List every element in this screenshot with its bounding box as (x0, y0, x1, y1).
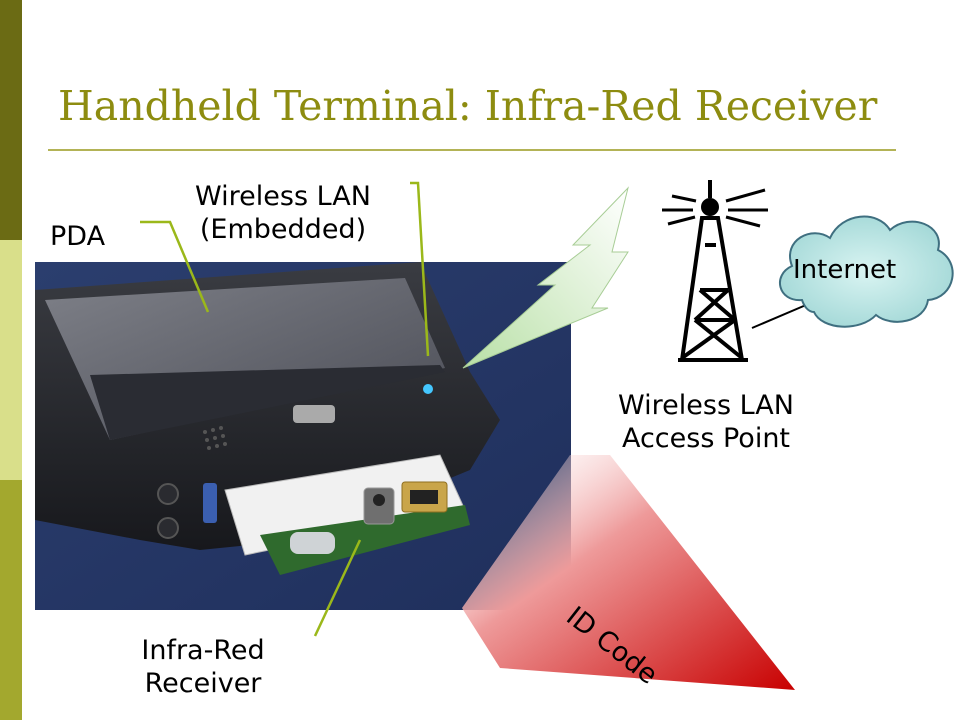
wlan-pointer (410, 181, 430, 357)
ir-receiver-line-1: Infra-Red (141, 635, 265, 666)
access-point-label: Wireless LAN Access Point (596, 389, 816, 455)
wireless-lan-line-2: (Embedded) (199, 214, 367, 245)
page-title: Handheld Terminal: Infra-Red Receiver (58, 82, 878, 130)
sidebar-stripe-top (0, 0, 22, 240)
antenna-tower-icon (662, 180, 807, 362)
ir-receiver-label: Infra-Red Receiver (118, 634, 288, 700)
title-divider (48, 149, 896, 151)
access-point-line-1: Wireless LAN (618, 390, 794, 421)
ir-beam-icon (462, 455, 795, 690)
ir-receiver-line-2: Receiver (144, 668, 262, 699)
pda-label: PDA (50, 221, 106, 252)
wireless-lan-embedded-label: Wireless LAN (Embedded) (178, 180, 388, 246)
ir-receiver-pointer (313, 539, 362, 637)
access-point-line-2: Access Point (621, 423, 791, 454)
sidebar-stripe-bottom (0, 480, 22, 720)
wireless-lan-line-1: Wireless LAN (195, 181, 371, 212)
cloud-icon (779, 215, 954, 328)
pda-photo (35, 262, 571, 610)
internet-label: Internet (793, 255, 897, 285)
pda-pointer (140, 220, 210, 313)
lightning-bolt-icon (462, 186, 629, 369)
sidebar-stripe-middle (0, 240, 22, 480)
pointer-lines (140, 181, 430, 637)
